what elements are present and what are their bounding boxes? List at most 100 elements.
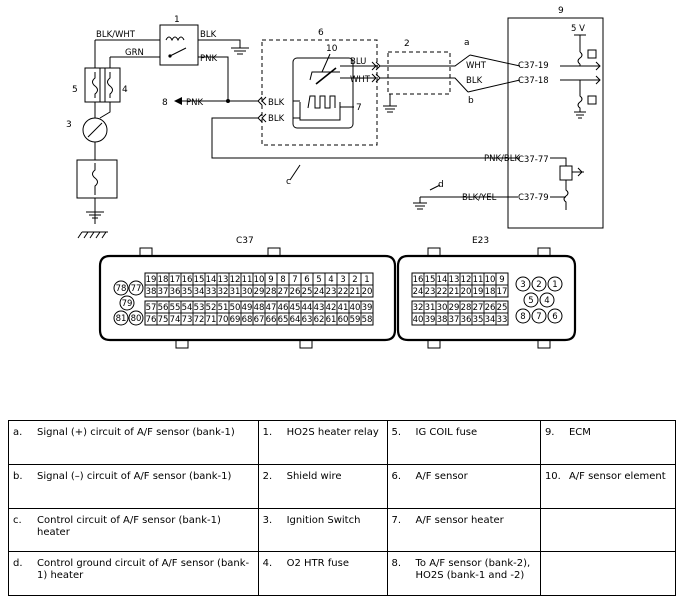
pin-circle — [515, 276, 531, 292]
legend-text: A/F sensor — [415, 470, 468, 482]
pin-label: 25 — [497, 303, 508, 313]
ground-icon-2 — [86, 211, 104, 219]
pin-label: 24 — [413, 287, 424, 297]
pin-circle-label: 80 — [131, 314, 142, 324]
terminal-c37-18: C37-18 — [518, 76, 549, 86]
wire-label-pnk-blk: PNK/BLK — [484, 154, 520, 164]
legend-text: A/F sensor heater — [415, 514, 504, 526]
legend-cell: 6. A/F sensor — [386, 463, 541, 509]
wire-label-blk-ecm: BLK — [466, 76, 483, 86]
pin-label: 8 — [280, 275, 285, 285]
pin-circle-label: 78 — [116, 284, 127, 294]
legend-key: b. — [13, 470, 23, 482]
wire-label-wht-6: WHT — [350, 75, 371, 85]
relay-coil — [165, 36, 185, 42]
pin-label: 21 — [449, 287, 460, 297]
ground-icon — [231, 47, 249, 55]
transistor-icon — [587, 95, 597, 105]
legend-cell — [539, 551, 677, 596]
pin-label: 48 — [254, 303, 265, 313]
pin-label: 29 — [254, 287, 265, 297]
pin-label: 27 — [278, 287, 289, 297]
pin-label: 10 — [485, 275, 496, 285]
legend-row: a. Signal (+) circuit of A/F sensor (bank… — [8, 420, 677, 465]
wire-label-blk-yel: BLK/YEL — [462, 193, 497, 203]
pin-label: 5 — [316, 275, 321, 285]
legend-key: a. — [13, 427, 23, 438]
chassis-ground-icon — [77, 231, 108, 239]
connector-c37-housing — [98, 254, 397, 342]
pin-label: 17 — [497, 287, 508, 297]
main-fuse-box — [76, 159, 118, 199]
pin-label: 71 — [206, 315, 217, 325]
pin-circle — [119, 295, 135, 311]
pin-label: 47 — [266, 303, 277, 313]
ecm-box — [507, 17, 604, 229]
legend-text: Control circuit of A/F sensor (bank-1) h… — [37, 514, 221, 538]
legend-text: Ignition Switch — [286, 514, 361, 526]
pin-label: 73 — [182, 315, 193, 325]
callout-5: 5 — [72, 85, 78, 95]
heater-element-icon — [307, 95, 336, 109]
callout-4: 4 — [122, 85, 128, 95]
pin-label: 10 — [254, 275, 265, 285]
legend-cell: 2.Shield wire — [257, 463, 388, 509]
pin-label: 57 — [146, 303, 157, 313]
pin-label: 52 — [206, 303, 217, 313]
pin-label: 45 — [290, 303, 301, 313]
pin-label: 20 — [461, 287, 472, 297]
wire-label-blk-6a: BLK — [268, 98, 285, 108]
af-sensor-element-box — [292, 57, 354, 129]
callout-9: 9 — [558, 6, 564, 16]
legend-cell: 4.O2 HTR fuse — [257, 551, 388, 596]
pin-label: 4 — [328, 275, 333, 285]
pin-label: 69 — [230, 315, 241, 325]
pin-circle-label: 3 — [520, 280, 525, 290]
pin-label: 50 — [230, 303, 241, 313]
pin-label: 22 — [338, 287, 349, 297]
relay-switch — [169, 47, 187, 57]
pin-label: 7 — [292, 275, 297, 285]
pin-label: 35 — [182, 287, 193, 297]
pin-circle — [547, 308, 563, 324]
terminal-c37-19: C37-19 — [518, 61, 549, 71]
pin-label: 51 — [218, 303, 229, 313]
pin-label: 20 — [362, 287, 373, 297]
wire-label-blk-6b: BLK — [268, 114, 285, 124]
pin-label: 55 — [170, 303, 181, 313]
legend-row: b.Signal (–) circuit of A/F sensor (bank… — [8, 463, 677, 509]
pin-label: 26 — [290, 287, 301, 297]
pin-label: 1 — [364, 275, 369, 285]
wire-label-blk-wht: BLK/WHT — [96, 30, 136, 40]
pin-label: 67 — [254, 315, 265, 325]
pin-label: 16 — [413, 275, 424, 285]
pin-label: 13 — [218, 275, 229, 285]
pin-circle-label: 7 — [536, 312, 541, 322]
callout-8: 8 — [162, 98, 168, 108]
pin-circle — [113, 280, 129, 296]
legend-text: A/F sensor element — [568, 470, 666, 482]
ground-icon-4 — [413, 202, 427, 210]
pin-label: 34 — [485, 315, 496, 325]
legend-key: 7. — [391, 514, 402, 526]
pin-label: 75 — [158, 315, 169, 325]
pin-label: 31 — [425, 303, 436, 313]
pin-label: 16 — [182, 275, 193, 285]
legend-cell: a. Signal (+) circuit of A/F sensor (bank… — [8, 420, 259, 465]
pin-circle — [523, 292, 539, 308]
pin-label: 39 — [362, 303, 373, 313]
pin-label: 61 — [326, 315, 337, 325]
legend-text: Signal (+) circuit of A/F sensor (bank-1… — [37, 427, 235, 438]
callout-d: d — [438, 180, 444, 190]
callout-7: 7 — [356, 103, 362, 113]
legend-key: 6. — [391, 470, 402, 482]
pin-label: 44 — [302, 303, 313, 313]
callout-10: 10 — [326, 44, 338, 54]
pin-label: 34 — [194, 287, 205, 297]
pin-label: 30 — [242, 287, 253, 297]
pin-circle — [128, 310, 144, 326]
pin-label: 2 — [352, 275, 357, 285]
voltage-5v: 5 V — [571, 24, 585, 34]
pin-circle-label: 1 — [552, 280, 557, 290]
